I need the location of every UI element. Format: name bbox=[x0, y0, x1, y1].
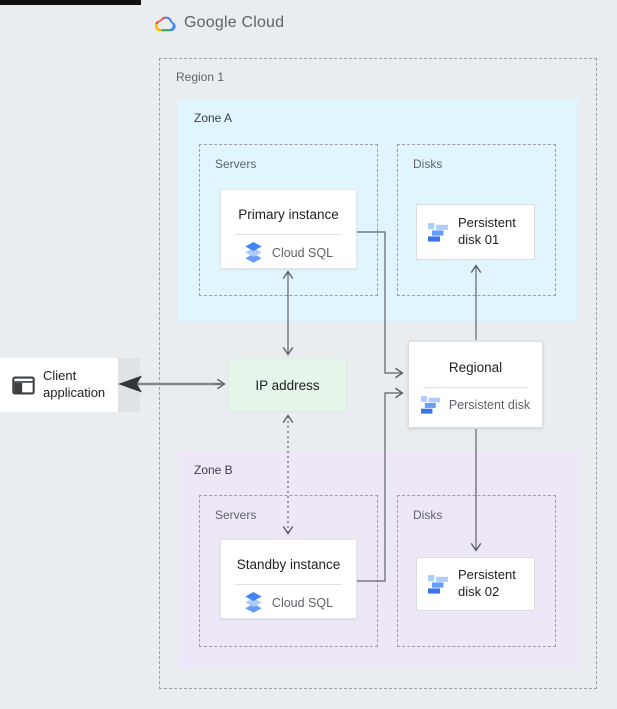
cloud-sql-icon bbox=[245, 242, 262, 263]
application-window-icon bbox=[12, 375, 35, 395]
persistent-disk-icon bbox=[420, 396, 440, 414]
zone-b-label: Zone B bbox=[194, 463, 233, 477]
google-cloud-logo-icon bbox=[154, 16, 176, 31]
client-edge-strip bbox=[118, 358, 140, 412]
regional-disk-service: Persistent disk bbox=[448, 398, 531, 412]
client-application-label: Client application bbox=[43, 368, 106, 400]
standby-instance-service: Cloud SQL bbox=[271, 595, 334, 610]
cloud-sql-icon bbox=[245, 592, 262, 613]
persistent-disk-02-card: Persistent disk 02 bbox=[416, 557, 535, 611]
divider bbox=[423, 387, 528, 388]
divider bbox=[235, 584, 342, 585]
servers-group-label: Servers bbox=[215, 508, 257, 522]
primary-instance-service: Cloud SQL bbox=[271, 245, 334, 260]
persistent-disk-01-card: Persistent disk 01 bbox=[416, 204, 535, 260]
zone-b: Zone B Servers Standby instance Cloud SQ… bbox=[178, 451, 577, 669]
primary-instance-card: Primary instance Cloud SQL bbox=[220, 189, 357, 269]
ip-address-label: IP address bbox=[255, 377, 320, 393]
zone-a-label: Zone A bbox=[194, 111, 233, 125]
primary-instance-title: Primary instance bbox=[238, 207, 339, 222]
region-label: Region 1 bbox=[176, 70, 225, 84]
google-cloud-logo: Google Cloud bbox=[153, 14, 284, 32]
logo-text: Google Cloud bbox=[184, 14, 285, 31]
top-black-bar bbox=[0, 0, 141, 5]
persistent-disk-02-label: Persistent disk 02 bbox=[458, 567, 516, 599]
zone-a: Zone A Servers Primary instance Cloud SQ… bbox=[178, 99, 577, 321]
disks-group-label: Disks bbox=[413, 157, 443, 171]
persistent-disk-icon bbox=[428, 574, 448, 594]
persistent-disk-icon bbox=[428, 222, 448, 242]
regional-disk-card: Regional Persistent disk bbox=[408, 341, 543, 428]
persistent-disk-01-label: Persistent disk 01 bbox=[458, 215, 516, 247]
disks-group-label: Disks bbox=[413, 508, 443, 522]
servers-group-label: Servers bbox=[215, 157, 257, 171]
regional-disk-title: Regional bbox=[448, 360, 503, 375]
divider bbox=[235, 234, 342, 235]
ip-address-card: IP address bbox=[228, 358, 347, 412]
standby-instance-title: Standby instance bbox=[236, 557, 341, 572]
standby-instance-card: Standby instance Cloud SQL bbox=[220, 539, 357, 619]
client-application-card: Client application bbox=[0, 358, 118, 412]
